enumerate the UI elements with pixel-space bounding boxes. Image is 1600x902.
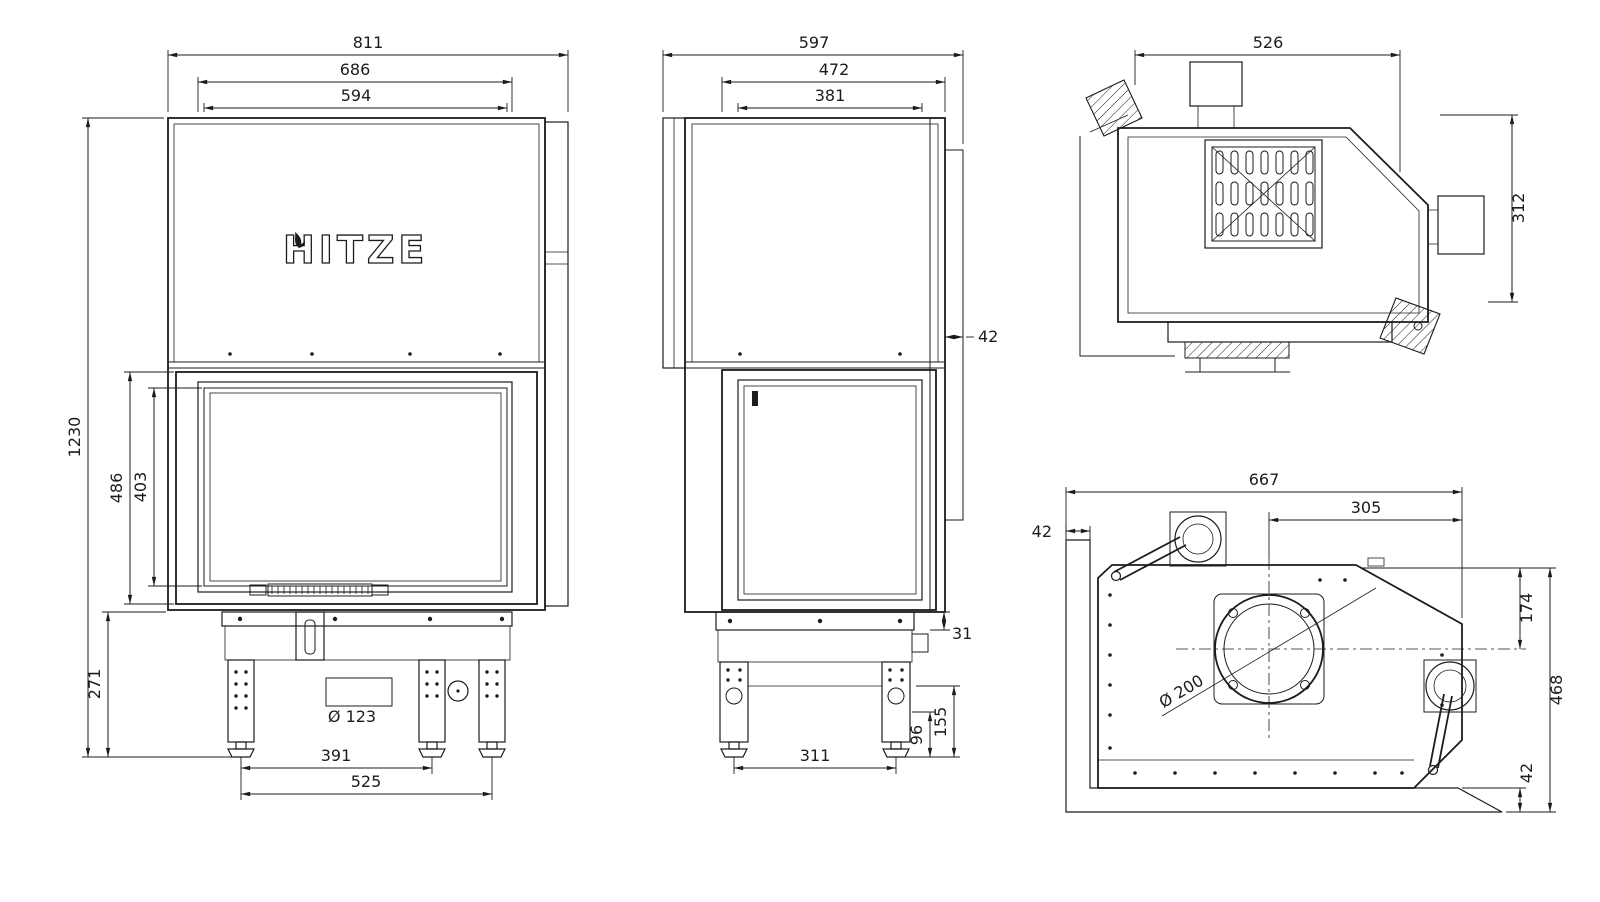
dim-top-total-width: 667 xyxy=(1249,470,1280,489)
dim-side-feet-spacing: 311 xyxy=(800,746,831,765)
dim-section-width: 526 xyxy=(1253,33,1284,52)
front-view: HITZE xyxy=(65,33,569,800)
dim-front-door-height: 486 xyxy=(107,473,126,504)
dim-side-frame-depth: 472 xyxy=(819,60,850,79)
dim-front-glass-height: 403 xyxy=(131,472,150,503)
dim-front-base-height: 271 xyxy=(85,669,104,700)
dim-top-frame-left: 42 xyxy=(1032,522,1052,541)
dim-front-hole-diameter: Ø 123 xyxy=(328,707,376,726)
dim-side-leg-height: 155 xyxy=(931,707,950,738)
dim-front-glass-width: 594 xyxy=(341,86,372,105)
dim-top-total-depth: 468 xyxy=(1547,675,1566,706)
dim-front-feet-spacing: 391 xyxy=(321,746,352,765)
top-section-view: 526 312 xyxy=(1079,33,1528,373)
top-view: Ø 200 667 305 42 174 468 42 xyxy=(1032,470,1566,813)
dim-top-frame-bottom: 42 xyxy=(1517,763,1536,783)
dim-top-flue-offset: 305 xyxy=(1351,498,1382,517)
dim-front-total-width: 811 xyxy=(353,33,384,52)
dim-top-flue-center-depth: 174 xyxy=(1517,593,1536,624)
dim-side-plate-thickness: 31 xyxy=(952,624,972,643)
dim-side-total-depth: 597 xyxy=(799,33,830,52)
dim-front-feet-span: 525 xyxy=(351,772,382,791)
hitze-logo: HITZE xyxy=(283,228,428,272)
dim-side-rear-offset: 42 xyxy=(978,327,998,346)
dim-section-height: 312 xyxy=(1509,193,1528,224)
dim-side-glass-depth: 381 xyxy=(815,86,846,105)
side-view: 597 472 381 42 31 155 96 311 xyxy=(662,33,998,774)
dim-front-frame-width: 686 xyxy=(340,60,371,79)
dim-top-flue-diameter: Ø 200 xyxy=(1156,671,1207,712)
dim-front-total-height: 1230 xyxy=(65,417,84,458)
flame-icon xyxy=(295,232,305,248)
dim-side-foot-height: 96 xyxy=(907,725,926,745)
